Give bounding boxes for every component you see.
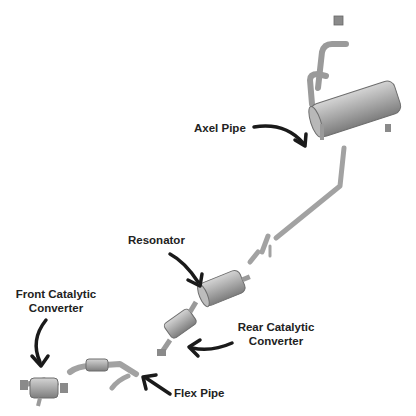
part-label: Flex Pipe (174, 386, 244, 400)
part-label: Rear Catalytic Converter (226, 320, 326, 348)
flex-pipe (70, 359, 136, 388)
muffler (306, 16, 403, 140)
resonator (195, 266, 254, 308)
part-label: Axel Pipe (194, 121, 264, 135)
axle-pipe (250, 148, 344, 262)
part-label: Front Catalytic Converter (6, 287, 106, 315)
callout-arrows (32, 126, 306, 394)
part-label: Resonator (128, 233, 198, 247)
front-catalytic-converter (20, 378, 68, 406)
